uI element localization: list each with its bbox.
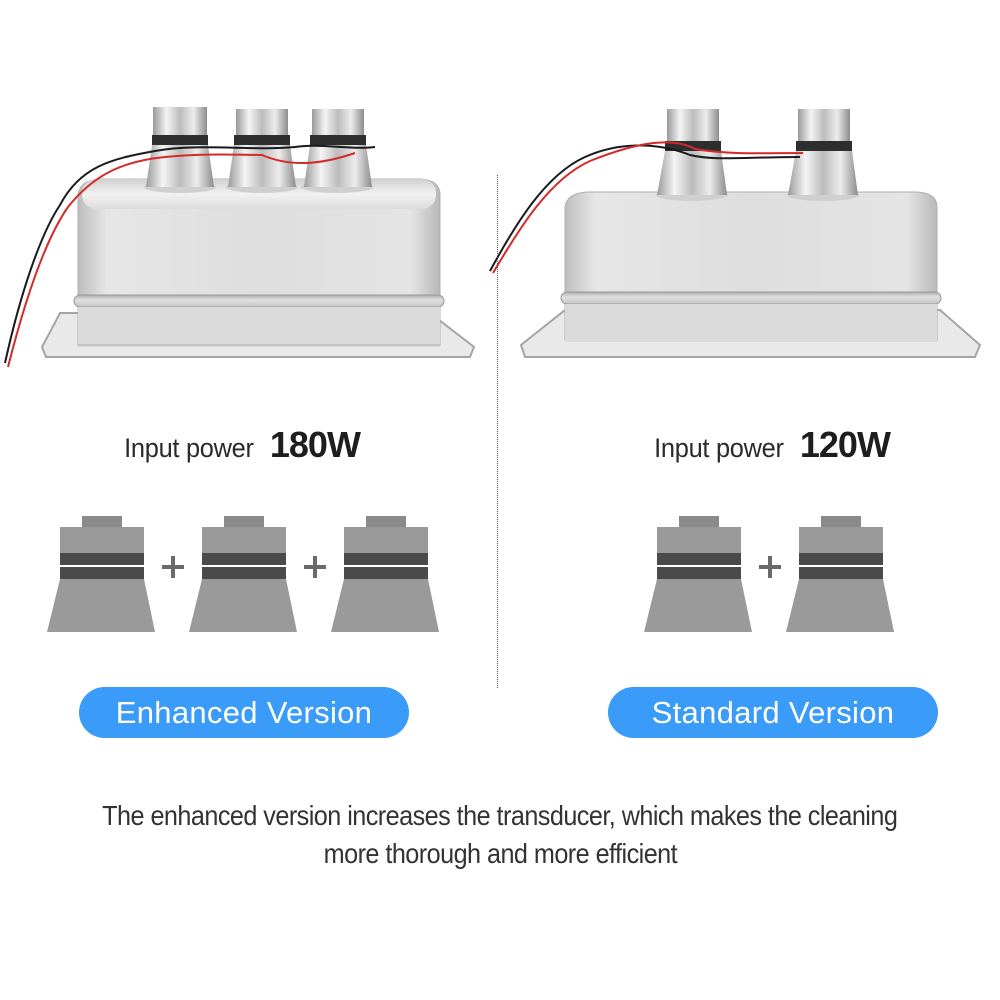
transducer-3 — [301, 109, 373, 193]
transducer-icon — [331, 516, 439, 634]
caption-line-2: more thorough and more efficient — [0, 838, 1000, 870]
power-value: 180W — [269, 424, 361, 465]
plus-icon — [304, 556, 326, 578]
tank-image — [4, 107, 476, 368]
standard-tank-photo — [485, 95, 995, 375]
enhanced-tank-photo — [0, 95, 490, 375]
transducer-icon — [189, 516, 297, 634]
power-label-text: Input power — [124, 433, 254, 463]
transducer-2 — [787, 109, 859, 201]
standard-version-badge[interactable]: Standard Version — [608, 687, 938, 738]
enhanced-power-label: Input power 180W — [90, 424, 390, 468]
section-divider — [497, 175, 498, 688]
caption-text: The enhanced version increases the trans… — [102, 800, 898, 831]
plus-icon — [759, 556, 781, 578]
enhanced-version-badge[interactable]: Enhanced Version — [79, 687, 409, 738]
transducer-1 — [144, 107, 216, 193]
power-value: 120W — [799, 424, 891, 465]
plus-icon — [162, 556, 184, 578]
caption-text: more thorough and more efficient — [323, 838, 677, 869]
power-label-text: Input power — [654, 433, 784, 463]
standard-power-label: Input power 120W — [620, 424, 920, 468]
transducer-icon — [786, 516, 894, 634]
transducer-1 — [656, 109, 728, 201]
transducer-2 — [226, 109, 298, 193]
transducer-icon — [47, 516, 155, 634]
tank-image — [489, 109, 982, 358]
caption-line-1: The enhanced version increases the trans… — [0, 800, 1000, 832]
transducer-icon — [644, 516, 752, 634]
